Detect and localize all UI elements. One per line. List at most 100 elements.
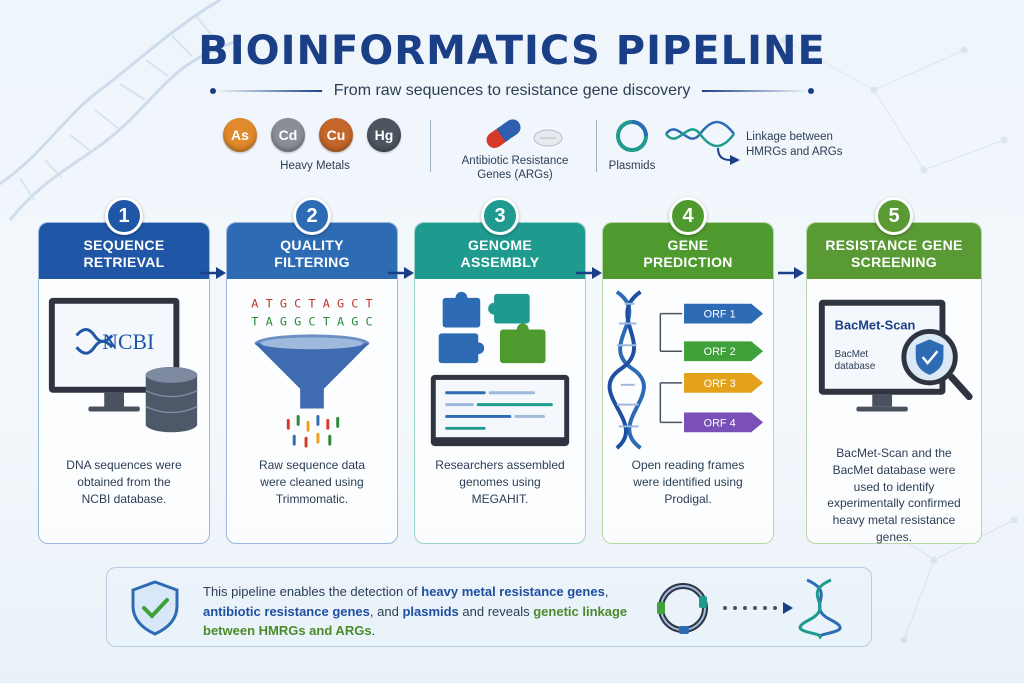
- orf-3-label: ORF 3: [704, 378, 736, 390]
- plasmid-to-dna-icon: [657, 578, 842, 640]
- orf-4-arrow: [684, 412, 764, 433]
- page-subtitle: From raw sequences to resistance gene di…: [333, 82, 691, 99]
- summary-box: This pipeline enables the detection of h…: [106, 567, 872, 647]
- step-description: Open reading frames were identified usin…: [611, 457, 765, 507]
- step-description: Researchers assembled genomes using MEGA…: [423, 457, 577, 507]
- desc-line: experimentally confirmed: [827, 496, 961, 511]
- step-description: DNA sequences were obtained from the NCB…: [47, 457, 201, 507]
- metal-badge-cd: Cd: [271, 118, 305, 152]
- dna-helix-small-icon: [798, 578, 842, 640]
- flow-arrow: [778, 267, 804, 279]
- legend-divider: [596, 120, 597, 172]
- linkage-dna-icon: [665, 120, 740, 165]
- summary-text: This pipeline enables the detection of h…: [203, 582, 643, 641]
- desc-line: BacMet-Scan and the: [836, 446, 952, 460]
- bacmet-screen-icon: BacMet-Scan BacMet database: [818, 299, 973, 412]
- subtitle-line-right: [702, 90, 809, 92]
- highlight-args: antibiotic resistance genes: [203, 603, 370, 619]
- funnel-icon: A T G C T A G C T T A G G C T A G C: [251, 297, 373, 448]
- linkage-label: Linkage between HMRGs and ARGs: [746, 130, 856, 160]
- screen-sub-line-1: BacMet: [835, 349, 869, 360]
- flow-arrow: [200, 267, 226, 279]
- step-number-badge: 3: [481, 197, 519, 235]
- step-number-badge: 2: [293, 197, 331, 235]
- args-label: Antibiotic Resistance Genes (ARGs): [440, 154, 590, 183]
- page-title: BIOINFORMATICS PIPELINE: [198, 28, 826, 74]
- magnifier-shield-icon: [901, 328, 973, 401]
- step-title-line-1: QUALITY: [280, 236, 344, 253]
- highlight-plasmids: plasmids: [402, 603, 459, 619]
- subtitle-row: From raw sequences to resistance gene di…: [210, 78, 815, 104]
- step-title-line-2: RETRIEVAL: [83, 254, 165, 270]
- subtitle-dot-right: [808, 88, 815, 94]
- metal-badge-as: As: [223, 118, 257, 152]
- plasmid-ring-icon: [657, 583, 708, 634]
- flow-arrow: [576, 267, 602, 279]
- desc-line: Trimmomatic.: [275, 491, 349, 506]
- summary-text-part: This pipeline enables the detection of: [203, 584, 422, 599]
- summary-text-part: , and: [369, 603, 403, 619]
- args-label-line-2: Genes (ARGs): [477, 169, 553, 182]
- step-title-line-2: SCREENING: [851, 254, 937, 270]
- desc-line: NCBI database.: [81, 491, 167, 506]
- desc-line: genomes using: [459, 474, 541, 489]
- pill-icon: [486, 119, 563, 149]
- step-number-badge: 1: [105, 197, 143, 235]
- metal-badge-cu: Cu: [319, 118, 353, 152]
- plasmids-label: Plasmids: [608, 160, 656, 172]
- step-description: Raw sequence data were cleaned using Tri…: [235, 457, 389, 507]
- heavy-metals-label: Heavy Metals: [280, 160, 350, 172]
- step-description: BacMet-Scan and the BacMet database were…: [815, 445, 973, 546]
- metal-badge-hg: Hg: [367, 118, 401, 152]
- summary-text-part: ,: [604, 584, 609, 599]
- highlight-between-hmrgs-args: between HMRGs and ARGs: [203, 623, 372, 638]
- orf-2-label: ORF 2: [704, 346, 736, 358]
- subtitle-line-left: [216, 90, 322, 92]
- orf-2-arrow: [684, 341, 764, 362]
- plasmid-icon: [616, 120, 648, 152]
- dna-helix-icon: [607, 290, 646, 450]
- step-title-line-1: RESISTANCE GENE: [825, 236, 963, 253]
- desc-line: Open reading frames: [631, 458, 745, 472]
- subtitle-dot-left: [210, 88, 216, 94]
- linkage-label-line-1: Linkage between: [746, 131, 833, 143]
- desc-line: obtained from the: [77, 474, 171, 489]
- background-network: [780, 36, 1018, 644]
- puzzle-monitor-icon: [430, 291, 570, 447]
- summary-text-part: and reveals: [458, 603, 534, 619]
- orf-4-label: ORF 4: [704, 417, 736, 429]
- screen-sub-line-2: database: [835, 361, 876, 372]
- step-title-line-2: ASSEMBLY: [460, 254, 540, 270]
- highlight-hmrgs: heavy metal resistance genes: [421, 584, 605, 599]
- summary-text-part: .: [371, 623, 376, 638]
- args-label-line-1: Antibiotic Resistance: [461, 155, 569, 167]
- desc-line: MEGAHIT.: [471, 491, 529, 506]
- step-title-line-1: SEQUENCE: [83, 236, 165, 253]
- desc-line: DNA sequences were: [66, 458, 182, 472]
- step-title-line-1: GENOME: [467, 236, 533, 253]
- orf-3-arrow: [684, 372, 764, 393]
- desc-line: heavy metal resistance: [832, 513, 956, 528]
- desc-line: were identified using: [633, 474, 743, 489]
- desc-line: BacMet database were: [832, 462, 956, 477]
- shield-check-icon: [131, 580, 179, 636]
- orf-1-arrow: [684, 303, 764, 324]
- step-title-line-2: FILTERING: [274, 254, 350, 270]
- sequence-line-1: A T G C T A G C T: [251, 297, 372, 311]
- highlight-genetic-linkage: genetic linkage: [533, 603, 628, 619]
- desc-line: were cleaned using: [260, 474, 364, 489]
- ncbi-monitor-icon: NCBI: [48, 297, 198, 433]
- desc-line: Prodigal.: [664, 491, 712, 506]
- orf-1-label: ORF 1: [704, 309, 736, 321]
- desc-line: used to identify: [853, 479, 935, 494]
- screen-title: BacMet-Scan: [835, 317, 916, 332]
- orf-diagram: ORF 1 ORF 2 ORF 3 ORF 4: [607, 290, 764, 450]
- legend-divider: [430, 120, 431, 172]
- ncbi-logo-text: NCBI: [102, 330, 154, 354]
- step-number-badge: 4: [669, 197, 707, 235]
